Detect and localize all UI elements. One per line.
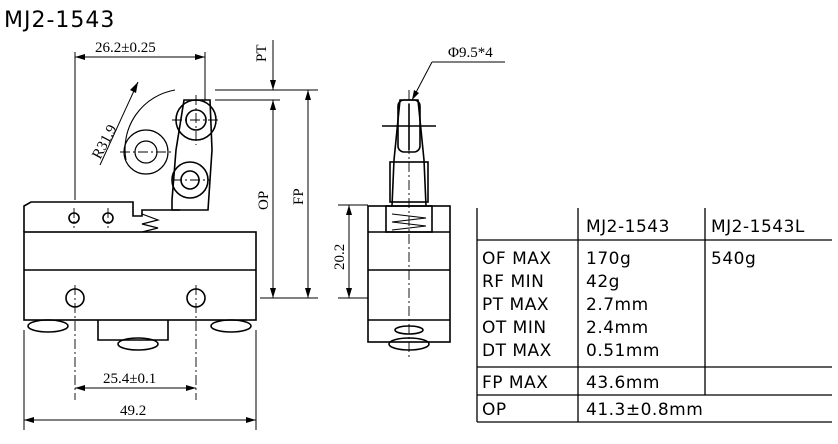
spec-table-grid <box>476 208 832 423</box>
row-value-ot-min: 2.4mm <box>586 318 649 338</box>
table-header-mj2-1543: MJ2-1543 <box>586 217 670 237</box>
dim-side-height: 20.2 <box>332 244 348 270</box>
table-header-mj2-1543l: MJ2-1543L <box>711 217 805 237</box>
dim-hole-spacing: 25.4±0.1 <box>103 371 156 387</box>
dim-top-width: 26.2±0.25 <box>95 40 156 56</box>
row-label-rf-min: RF MIN <box>482 272 544 292</box>
row-label-ot-min: OT MIN <box>482 318 547 338</box>
dim-pt: PT <box>254 44 270 62</box>
dim-body-width: 49.2 <box>120 403 146 419</box>
front-centerlines <box>73 95 220 400</box>
roller-leader-arrow <box>412 90 419 100</box>
row-label-fp-max: FP MAX <box>482 373 548 393</box>
row-label-pt-max: PT MAX <box>482 295 549 315</box>
dim-radius: R31.9 <box>89 122 120 162</box>
row-label-op: OP <box>482 400 507 420</box>
row-label-of-max: OF MAX <box>482 249 552 269</box>
front-view <box>23 89 257 351</box>
row-value-rf-min: 42g <box>586 272 620 292</box>
row-value-of-max-l: 540g <box>711 249 756 269</box>
row-value-dt-max: 0.51mm <box>586 341 660 361</box>
row-value-fp-max: 43.6mm <box>586 373 660 393</box>
row-value-op: 41.3±0.8mm <box>586 400 703 420</box>
row-value-pt-max: 2.7mm <box>586 295 649 315</box>
dim-op: OP <box>256 191 272 210</box>
dim-fp: FP <box>291 188 307 205</box>
row-value-of-max: 170g <box>586 249 631 269</box>
dimension-arrows <box>24 54 352 423</box>
drawing-title: MJ2-1543 <box>4 8 115 33</box>
side-dimensions <box>338 61 505 299</box>
dim-roller-diameter: Φ9.5*4 <box>448 45 493 61</box>
row-label-dt-max: DT MAX <box>482 341 552 361</box>
front-dimensions <box>23 40 318 430</box>
